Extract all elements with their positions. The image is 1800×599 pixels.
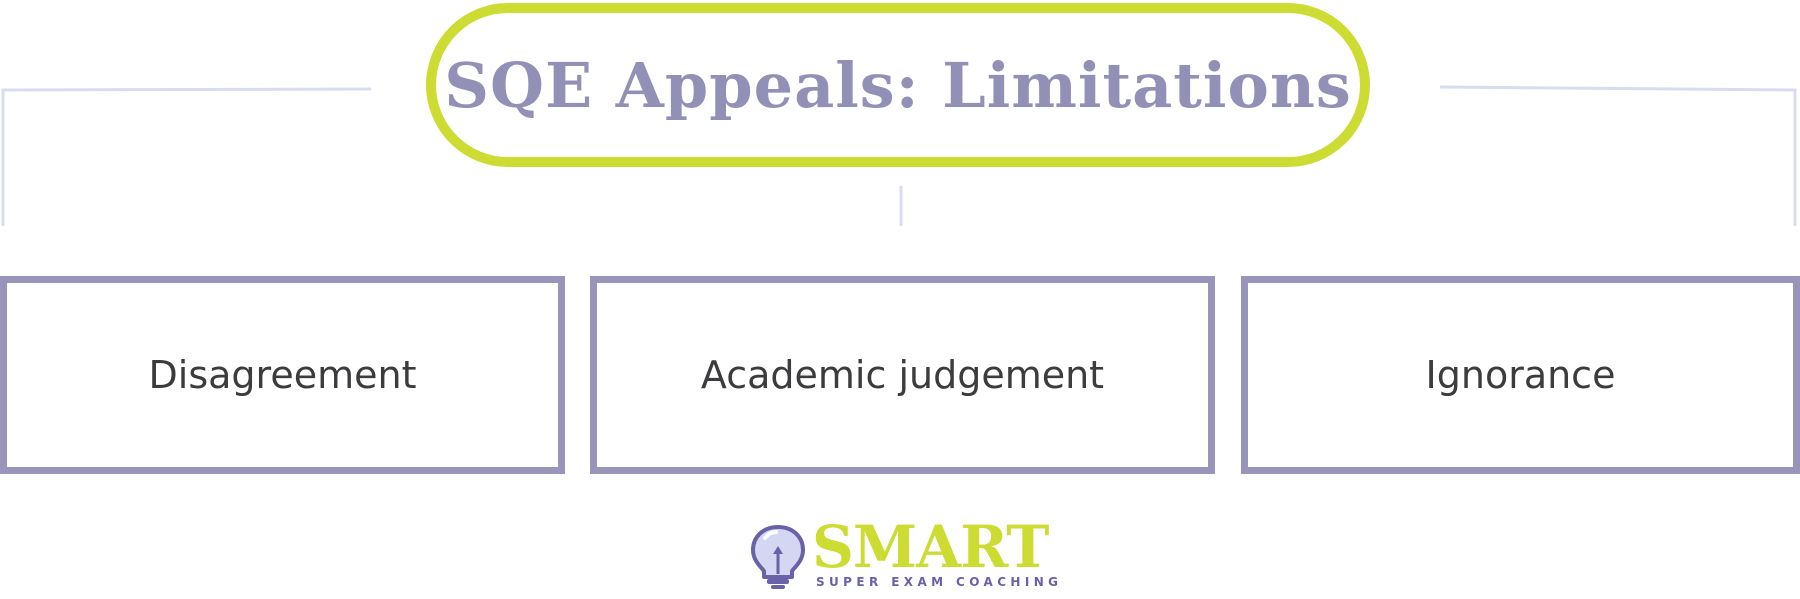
limitation-label: Academic judgement [700,353,1105,397]
title-pill: SQE Appeals: Limitations [426,3,1370,167]
lightbulb-icon [751,525,805,589]
limitation-label: Disagreement [148,353,417,397]
diagram-title: SQE Appeals: Limitations [444,48,1352,122]
limitation-box-disagreement: Disagreement [0,276,565,474]
limitation-box-ignorance: Ignorance [1241,276,1800,474]
connector-left [1,87,372,226]
limitation-box-academic-judgement: Academic judgement [590,276,1215,474]
connector-right [1439,85,1797,226]
limitation-label: Ignorance [1425,353,1616,397]
logo-tagline: SUPER EXAM COACHING [816,575,1063,589]
smart-logo: SMART SUPER EXAM COACHING [750,513,1058,592]
logo-wordmark: SMART [812,513,1049,581]
